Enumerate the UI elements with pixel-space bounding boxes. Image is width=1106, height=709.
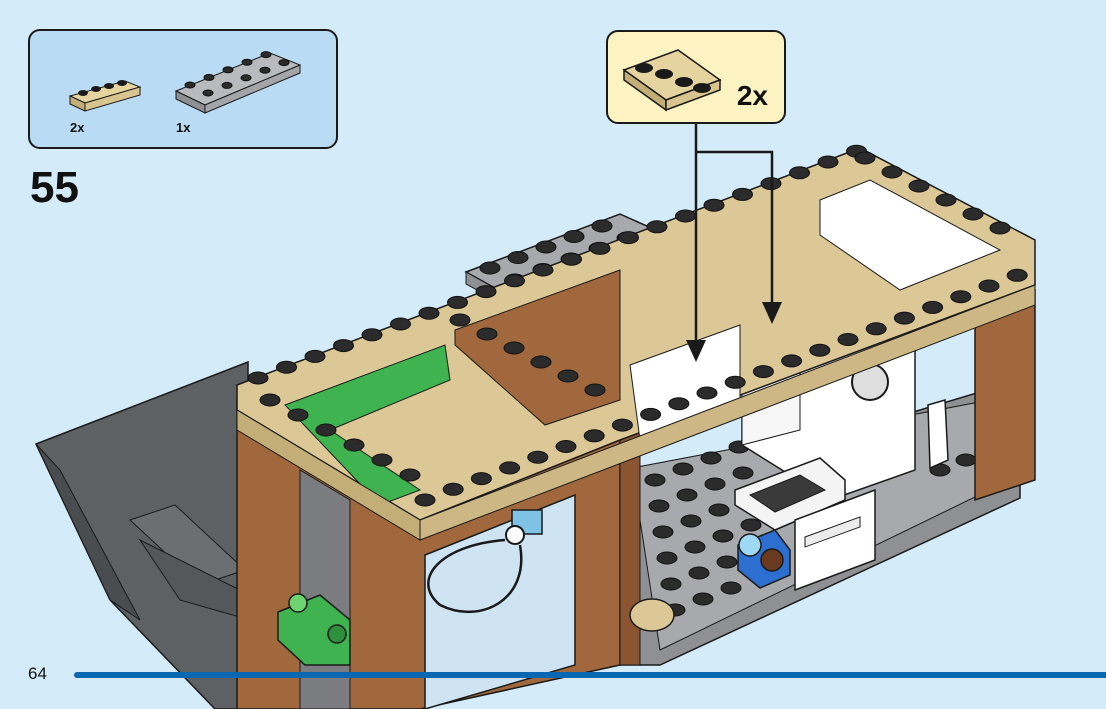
stud bbox=[681, 515, 701, 527]
stud bbox=[647, 221, 667, 233]
stud bbox=[260, 394, 280, 406]
page-rule bbox=[74, 672, 1106, 678]
stud bbox=[562, 253, 582, 265]
stud bbox=[415, 494, 435, 506]
stud bbox=[685, 541, 705, 553]
stud bbox=[725, 376, 745, 388]
stud bbox=[564, 231, 584, 243]
stud bbox=[505, 275, 525, 287]
stud bbox=[721, 582, 741, 594]
stud bbox=[419, 307, 439, 319]
baseplate bbox=[36, 362, 250, 709]
stud bbox=[480, 262, 500, 274]
stud bbox=[277, 361, 297, 373]
stud bbox=[693, 593, 713, 605]
stud bbox=[504, 342, 524, 354]
stud bbox=[476, 286, 496, 298]
stud bbox=[471, 473, 491, 485]
callout-quantity: 2x bbox=[737, 80, 768, 112]
stud bbox=[713, 530, 733, 542]
stud bbox=[979, 280, 999, 292]
stud bbox=[782, 355, 802, 367]
stud bbox=[533, 264, 553, 276]
stud bbox=[838, 334, 858, 346]
stud bbox=[443, 483, 463, 495]
stud bbox=[400, 469, 420, 481]
stud bbox=[990, 222, 1010, 234]
page-number: 64 bbox=[28, 664, 47, 684]
stud bbox=[248, 372, 268, 384]
stud bbox=[477, 328, 497, 340]
stud bbox=[619, 232, 639, 244]
stud bbox=[936, 194, 956, 206]
stud bbox=[344, 439, 364, 451]
stud bbox=[677, 489, 697, 501]
stud bbox=[923, 301, 943, 313]
stud bbox=[741, 519, 761, 531]
stud bbox=[592, 220, 612, 232]
stud bbox=[536, 241, 556, 253]
stud bbox=[661, 578, 681, 590]
stud bbox=[316, 424, 336, 436]
callout-box: 2x bbox=[606, 30, 786, 124]
stud bbox=[733, 188, 753, 200]
stud bbox=[362, 329, 382, 341]
stud bbox=[508, 252, 528, 264]
stud bbox=[645, 474, 665, 486]
stud bbox=[448, 296, 468, 308]
stud bbox=[705, 478, 725, 490]
stud bbox=[500, 462, 520, 474]
stud bbox=[391, 318, 411, 330]
stud bbox=[450, 314, 470, 326]
stud bbox=[704, 199, 724, 211]
stud bbox=[641, 408, 661, 420]
stud bbox=[676, 210, 696, 222]
stud bbox=[585, 384, 605, 396]
stud bbox=[951, 291, 971, 303]
stud bbox=[753, 366, 773, 378]
stud bbox=[790, 167, 810, 179]
stud bbox=[810, 344, 830, 356]
stud bbox=[909, 180, 929, 192]
stud bbox=[963, 208, 983, 220]
stud bbox=[866, 323, 886, 335]
stud bbox=[531, 356, 551, 368]
stud bbox=[673, 463, 693, 475]
stud bbox=[528, 451, 548, 463]
stud bbox=[305, 350, 325, 362]
stud bbox=[818, 156, 838, 168]
stud bbox=[556, 441, 576, 453]
stud bbox=[558, 370, 578, 382]
stud bbox=[372, 454, 392, 466]
stud bbox=[701, 452, 721, 464]
stud bbox=[697, 387, 717, 399]
stud bbox=[657, 552, 677, 564]
stud bbox=[288, 409, 308, 421]
stud bbox=[882, 166, 902, 178]
stud bbox=[894, 312, 914, 324]
stud bbox=[956, 454, 976, 466]
stud bbox=[669, 398, 689, 410]
stud bbox=[612, 419, 632, 431]
stud bbox=[584, 430, 604, 442]
stud bbox=[590, 242, 610, 254]
stud bbox=[689, 567, 709, 579]
stud bbox=[334, 340, 354, 352]
stud bbox=[709, 504, 729, 516]
stud bbox=[1007, 269, 1027, 281]
stud bbox=[649, 500, 669, 512]
stud bbox=[855, 152, 875, 164]
stud bbox=[733, 467, 753, 479]
stud bbox=[717, 556, 737, 568]
stud bbox=[653, 526, 673, 538]
tan-plate-callout-icon bbox=[624, 50, 720, 110]
